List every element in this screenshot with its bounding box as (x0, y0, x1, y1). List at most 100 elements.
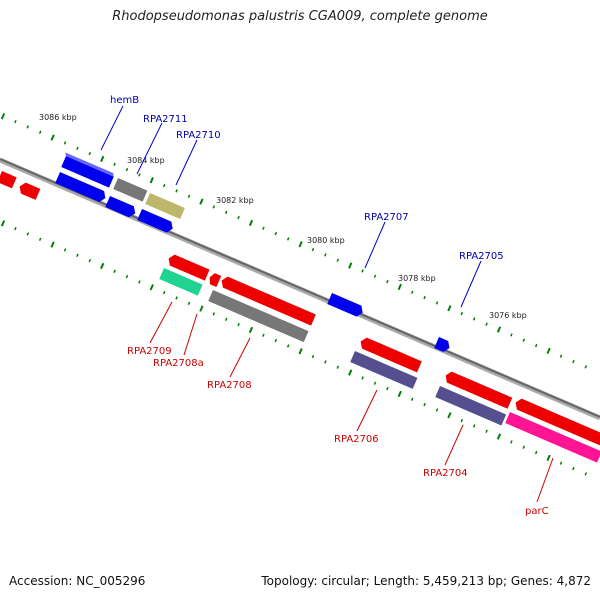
gene-RPA2705[interactable] (434, 337, 452, 354)
tick-mark (534, 343, 538, 348)
tick-mark (187, 194, 191, 198)
tick-mark (0, 113, 6, 120)
tick-mark (199, 305, 204, 312)
gene-RPA2704[interactable] (435, 386, 507, 426)
tick-mark (510, 333, 513, 337)
tick-mark (38, 130, 42, 134)
tick-mark (584, 365, 588, 369)
kbp-label-3078: 3078 kbp (398, 274, 436, 283)
label-parC: parC (525, 506, 549, 517)
gene-red-right[interactable] (513, 397, 600, 448)
tick-mark (125, 274, 129, 279)
tick-mark (199, 198, 204, 205)
tick-mark (187, 301, 191, 305)
tick-mark (510, 440, 513, 444)
tick-mark (423, 402, 426, 407)
tick-mark (397, 283, 402, 291)
tick-mark (361, 269, 364, 273)
tick-mark (14, 226, 17, 231)
tick-mark (559, 461, 563, 465)
tick-mark (348, 262, 353, 269)
tick-mark (522, 338, 526, 342)
tick-mark (311, 247, 315, 252)
gene-red-long[interactable] (219, 275, 316, 326)
tick-mark (88, 258, 92, 263)
tick-mark (274, 338, 278, 343)
tick-mark (224, 210, 228, 214)
tick-mark (410, 397, 414, 401)
tick-mark (63, 248, 67, 252)
tick-mark (224, 317, 228, 321)
tick-mark (113, 162, 116, 166)
tick-mark (386, 279, 389, 284)
tick-mark (138, 173, 141, 177)
kbp-label-3086: 3086 kbp (39, 113, 77, 122)
gene-features (0, 152, 600, 463)
tick-mark (274, 231, 278, 236)
tick-mark (100, 262, 105, 270)
tick-mark (149, 177, 154, 184)
kbp-label-3076: 3076 kbp (489, 311, 527, 320)
gene-RPA2709[interactable] (159, 268, 203, 296)
label-RPA2710: RPA2710 (176, 130, 221, 141)
tick-mark (496, 433, 502, 440)
tick-mark (248, 326, 254, 334)
tick-mark (76, 253, 79, 257)
tick-mark (435, 301, 439, 305)
tick-marks (0, 113, 588, 476)
tick-mark (50, 241, 55, 248)
genome-stats-text: Topology: circular; Length: 5,459,213 bp… (261, 574, 591, 588)
tick-mark (38, 237, 42, 241)
kbp-label-3084: 3084 kbp (127, 156, 165, 165)
tick-mark (100, 155, 105, 163)
tick-mark (460, 418, 464, 423)
kbp-label-3082: 3082 kbp (216, 196, 254, 205)
gene-red-left-2[interactable] (17, 181, 41, 200)
label-RPA2708: RPA2708 (207, 380, 252, 391)
tick-mark (138, 280, 141, 284)
label-RPA2708a: RPA2708a (153, 358, 204, 369)
tick-mark (447, 305, 452, 312)
map-title: Rhodopseudomonas palustris CGA009, compl… (112, 9, 488, 24)
gene-hemB-lower[interactable] (55, 172, 108, 204)
gene-RPA2711[interactable] (105, 196, 137, 219)
tick-mark (373, 381, 377, 385)
label-RPA2707: RPA2707 (364, 212, 409, 223)
tick-mark (324, 253, 327, 257)
tick-mark (410, 290, 414, 294)
tick-mark (162, 290, 166, 295)
tick-mark (496, 326, 502, 333)
tick-mark (397, 390, 402, 398)
gene-red-2709[interactable] (166, 253, 210, 281)
tick-mark (311, 354, 315, 359)
gene-pseudo-gray[interactable] (113, 178, 148, 202)
tick-mark (361, 376, 364, 380)
gene-red-left-1[interactable] (0, 171, 17, 189)
tick-mark (212, 205, 216, 209)
accession-text: Accession: NC_005296 (9, 574, 146, 588)
gene-RPA2707[interactable] (327, 293, 365, 318)
tick-mark (175, 189, 178, 193)
gene-RPA2708[interactable] (208, 290, 309, 343)
tick-mark (76, 146, 79, 150)
tick-mark (348, 369, 353, 376)
gene-RPA2706[interactable] (350, 351, 418, 389)
tick-mark (522, 445, 526, 449)
tick-mark (472, 424, 476, 428)
gene-RPA2708a[interactable] (207, 272, 222, 287)
gene-red-2706[interactable] (358, 336, 422, 373)
gene-hemB-upper[interactable] (59, 152, 115, 188)
gene-parC[interactable] (505, 412, 600, 463)
gene-RPA2710[interactable] (145, 193, 185, 220)
tick-mark (572, 466, 575, 471)
tick-mark (298, 241, 303, 248)
gene-red-2704[interactable] (443, 370, 513, 409)
label-hemB: hemB (110, 95, 139, 106)
tick-mark (237, 215, 240, 220)
gene-blue-small[interactable] (137, 209, 175, 234)
tick-mark (237, 322, 240, 327)
tick-mark (286, 237, 290, 241)
tick-mark (212, 312, 216, 316)
tick-mark (248, 219, 254, 227)
